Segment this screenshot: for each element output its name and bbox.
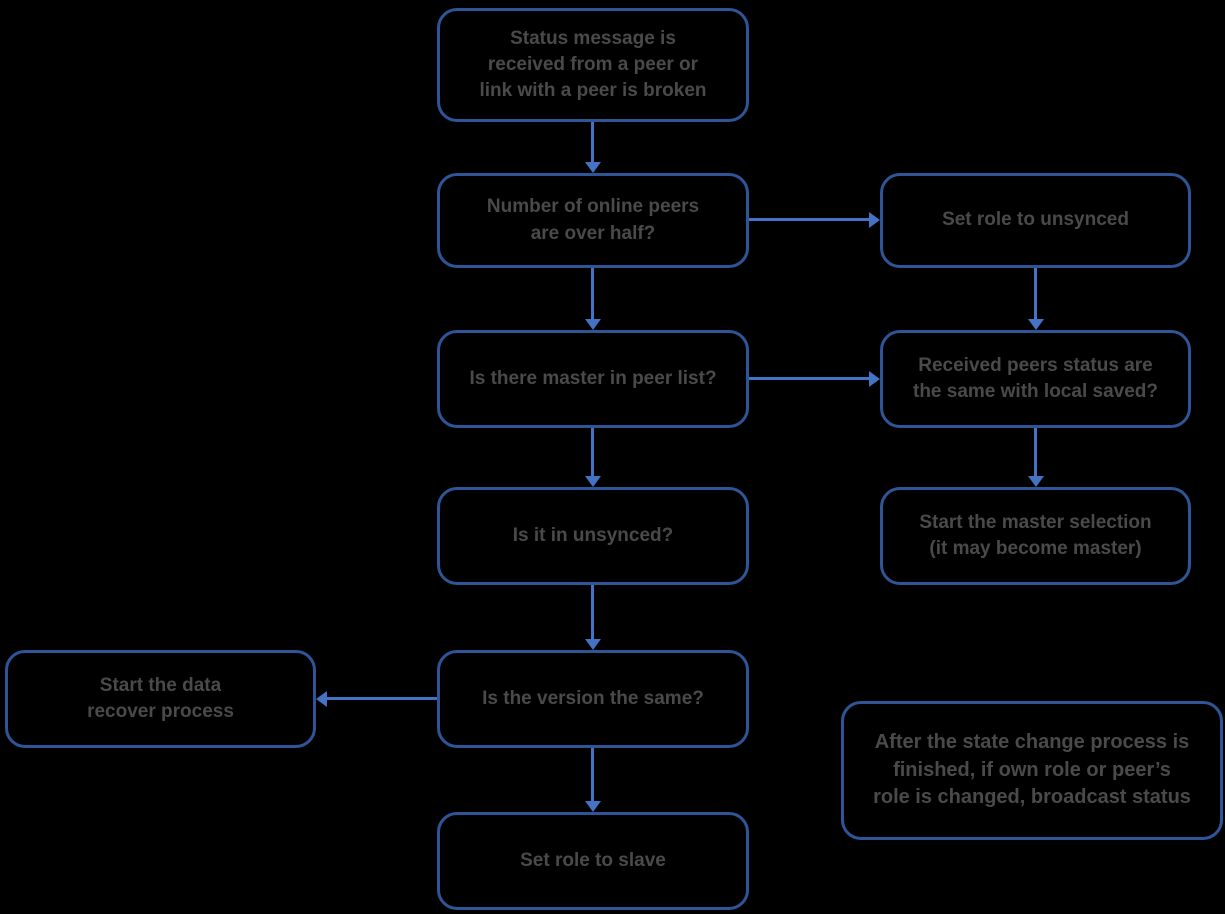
node-broadcast-status-note: After the state change process is finish… — [841, 701, 1223, 840]
node-is-it-in-unsynced: Is it in unsynced? — [437, 487, 749, 585]
node-online-peers-over-half: Number of online peers are over half? — [437, 173, 749, 268]
node-is-version-same: Is the version the same? — [437, 650, 749, 748]
arrow-master-in-list-to-received-status — [749, 377, 869, 380]
node-set-role-unsynced: Set role to unsynced — [880, 173, 1191, 268]
arrow-received-status-to-master-selection — [1034, 428, 1037, 476]
arrow-set-unsynced-to-received-status — [1034, 268, 1037, 319]
arrow-online-peers-to-master-in-list — [591, 268, 594, 319]
node-set-role-slave: Set role to slave — [437, 812, 749, 910]
node-status-message: Status message is received from a peer o… — [437, 8, 749, 122]
node-start-data-recover: Start the data recover process — [5, 650, 316, 748]
node-start-master-selection: Start the master selection (it may becom… — [880, 487, 1191, 585]
node-received-peers-status: Received peers status are the same with … — [880, 330, 1191, 428]
arrow-master-in-list-to-in-unsynced — [591, 428, 594, 476]
arrow-online-peers-to-set-unsynced — [749, 218, 869, 221]
arrow-status-to-online-peers — [591, 122, 594, 162]
node-master-in-peer-list: Is there master in peer list? — [437, 330, 749, 428]
arrow-version-same-to-data-recover — [327, 697, 437, 700]
arrow-version-same-to-set-slave — [591, 748, 594, 801]
arrow-in-unsynced-to-version-same — [591, 585, 594, 639]
